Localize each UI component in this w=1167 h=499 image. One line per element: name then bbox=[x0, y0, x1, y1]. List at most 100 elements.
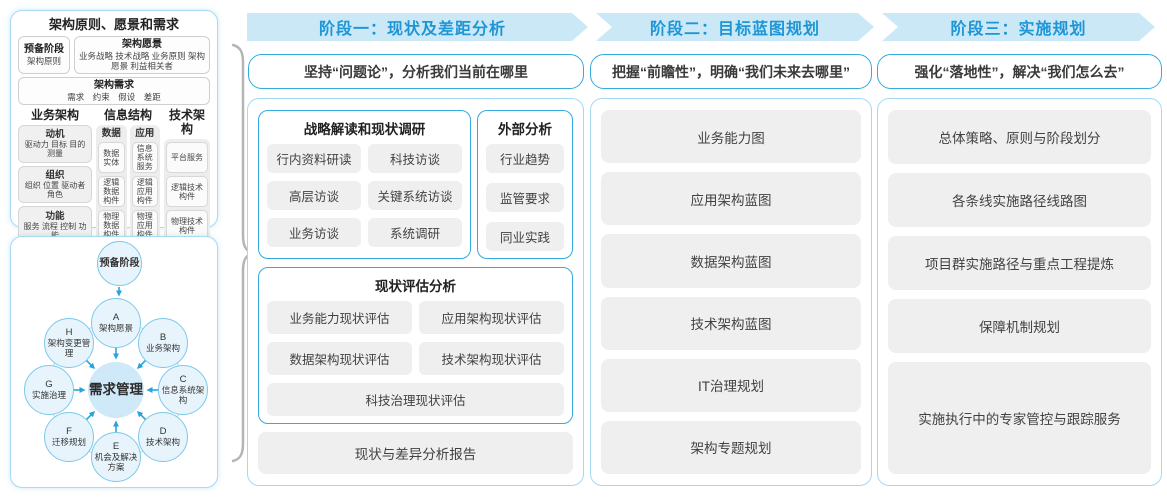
box-sub: 服务 流程 控制 功能 bbox=[23, 221, 87, 240]
survey-item: 业务访谈 bbox=[267, 218, 361, 247]
architecture-principles-panel: 架构原则、愿景和需求 预备阶段 架构原则 架构愿景 业务战略 技术战略 业务原则… bbox=[10, 10, 218, 287]
node-label: 机会及解决方案 bbox=[94, 452, 138, 472]
adm-node-e: E 机会及解决方案 bbox=[91, 432, 141, 482]
panel-title: 架构原则、愿景和需求 bbox=[48, 17, 179, 32]
phase3-item: 项目群实施路径与重点工程提炼 bbox=[888, 236, 1151, 291]
node-label: 架构变更管理 bbox=[47, 338, 91, 358]
tech-item: 逻辑技术构件 bbox=[166, 176, 208, 207]
survey-item: 高层访谈 bbox=[267, 181, 361, 210]
business-architecture-column: 业务架构 动机 驱动力 目标 目的 测量 组织 组织 位置 驱动者 角色 功能 … bbox=[18, 108, 92, 245]
box-sub: 业务战略 技术战略 业务原则 架构愿景 利益相关者 bbox=[78, 51, 206, 71]
survey-item: 科技访谈 bbox=[368, 144, 462, 173]
data-subcolumn: 数据 数据实体 逻辑数据构件 物理数据构件 bbox=[96, 125, 127, 244]
box-title: 架构需求 bbox=[94, 80, 134, 91]
phase2-item: 技术架构蓝图 bbox=[601, 296, 861, 350]
external-item: 同业实践 bbox=[486, 222, 564, 251]
adm-node-h: H 架构变更管理 bbox=[44, 318, 94, 368]
assessment-box: 现状评估分析 业务能力现状评估 应用架构现状评估 数据架构现状评估 技术架构现状… bbox=[258, 267, 573, 424]
phase1-banner: 阶段一：现状及差距分析 bbox=[247, 13, 588, 41]
adm-node-d: D 技术架构 bbox=[138, 412, 188, 462]
subcolumn-header: 应用 bbox=[135, 128, 155, 139]
phase3-column: 总体策略、原则与阶段划分 各条线实施路径线路图 项目群实施路径与重点工程提炼 保… bbox=[877, 98, 1162, 486]
phase2-column: 业务能力图 应用架构蓝图 数据架构蓝图 技术架构蓝图 IT治理规划 架构专题规划 bbox=[590, 98, 872, 486]
external-analysis-box: 外部分析 行业趋势 监管要求 同业实践 bbox=[477, 110, 573, 259]
box-title: 动机 bbox=[45, 129, 65, 141]
tech-item: 平台服务 bbox=[166, 142, 208, 173]
box-title: 功能 bbox=[45, 210, 65, 222]
architecture-requirement-box: 架构需求 需求 约束 假设 差距 bbox=[18, 77, 210, 105]
prep-vision-row: 预备阶段 架构原则 架构愿景 业务战略 技术战略 业务原则 架构愿景 利益相关者 bbox=[18, 36, 210, 74]
assessment-item: 应用架构现状评估 bbox=[419, 301, 564, 334]
adm-center-requirements: 需求管理 bbox=[88, 362, 144, 418]
external-item: 监管要求 bbox=[486, 183, 564, 212]
assessment-item: 技术架构现状评估 bbox=[419, 342, 564, 375]
node-label: 实施治理 bbox=[31, 390, 66, 400]
application-subcolumn: 应用 信息系统服务 逻辑应用构件 物理应用构件 bbox=[129, 125, 160, 244]
phase1-subtitle: 坚持“问题论”，分析我们当前在哪里 bbox=[248, 54, 584, 89]
box-title: 预备阶段 bbox=[24, 44, 64, 55]
node-letter: B bbox=[159, 332, 167, 343]
survey-item: 系统调研 bbox=[368, 218, 462, 247]
technology-architecture-column: 技术架构 平台服务 逻辑技术构件 物理技术构件 bbox=[164, 108, 210, 244]
node-letter: F bbox=[66, 426, 72, 437]
node-label: 预备阶段 bbox=[99, 257, 140, 269]
architecture-domains-row: 业务架构 动机 驱动力 目标 目的 测量 组织 组织 位置 驱动者 角色 功能 … bbox=[18, 108, 210, 245]
phase2-item: 业务能力图 bbox=[601, 110, 861, 164]
phase3-item: 总体策略、原则与阶段划分 bbox=[888, 110, 1151, 165]
node-label: 需求管理 bbox=[89, 382, 143, 397]
strategy-survey-box: 战略解读和现状调研 行内资料研读 科技访谈 高层访谈 关键系统访谈 业务访谈 系… bbox=[258, 110, 471, 259]
node-letter: E bbox=[112, 441, 120, 452]
app-item: 物理应用构件 bbox=[131, 210, 158, 241]
box-sub: 驱动力 目标 目的 测量 bbox=[24, 140, 86, 159]
node-letter: D bbox=[159, 426, 167, 437]
survey-item: 行内资料研读 bbox=[267, 144, 361, 173]
phase2-item: IT治理规划 bbox=[601, 358, 861, 412]
adm-node-g: G 实施治理 bbox=[24, 365, 74, 415]
column-header: 技术架构 bbox=[168, 108, 205, 136]
phase3-item: 保障机制规划 bbox=[888, 299, 1151, 354]
node-letter: A bbox=[112, 312, 120, 323]
node-label: 技术架构 bbox=[145, 437, 180, 447]
architecture-vision-box: 架构愿景 业务战略 技术战略 业务原则 架构愿景 利益相关者 bbox=[74, 36, 210, 74]
phase2-item: 数据架构蓝图 bbox=[601, 234, 861, 288]
phase3-subtitle: 强化“落地性”，解决“我们怎么去” bbox=[877, 54, 1162, 89]
phase3-banner: 阶段三：实施规划 bbox=[882, 13, 1155, 41]
subcolumn-header: 数据 bbox=[101, 128, 121, 139]
phase3-item: 实施执行中的专家管控与跟踪服务 bbox=[888, 362, 1151, 474]
phase3-item: 各条线实施路径线路图 bbox=[888, 173, 1151, 228]
gap-analysis-report-box: 现状与差异分析报告 bbox=[258, 432, 573, 474]
app-item: 信息系统服务 bbox=[131, 142, 158, 173]
node-letter: H bbox=[65, 327, 73, 338]
column-header: 业务架构 bbox=[30, 108, 79, 122]
box-title: 战略解读和现状调研 bbox=[303, 122, 426, 137]
adm-node-f: F 迁移规划 bbox=[44, 412, 94, 462]
app-item: 逻辑应用构件 bbox=[131, 176, 158, 207]
node-label: 迁移规划 bbox=[51, 437, 86, 447]
phase2-item: 应用架构蓝图 bbox=[601, 172, 861, 226]
column-header: 信息结构 bbox=[103, 108, 152, 122]
phase2-subtitle: 把握“前瞻性”，明确“我们未来去哪里” bbox=[590, 54, 872, 89]
phase2-item: 架构专题规划 bbox=[601, 420, 861, 475]
assessment-item: 业务能力现状评估 bbox=[267, 301, 412, 334]
box-sub: 架构原则 bbox=[26, 56, 61, 66]
organization-box: 组织 组织 位置 驱动者 角色 bbox=[18, 165, 92, 204]
assessment-item: 科技治理现状评估 bbox=[267, 383, 564, 416]
node-letter: G bbox=[45, 379, 53, 390]
tech-item: 物理技术构件 bbox=[166, 210, 208, 241]
data-item: 逻辑数据构件 bbox=[98, 176, 125, 207]
external-item: 行业趋势 bbox=[486, 144, 564, 173]
node-letter: C bbox=[179, 374, 187, 385]
box-title: 架构愿景 bbox=[122, 39, 162, 50]
tech-subpanel: 平台服务 逻辑技术构件 物理技术构件 bbox=[164, 139, 210, 244]
information-structure-column: 信息结构 数据 数据实体 逻辑数据构件 物理数据构件 应用 信息系统服务 逻辑应… bbox=[96, 108, 160, 244]
box-title: 现状评估分析 bbox=[375, 279, 456, 294]
adm-node-c: C 信息系统架构 bbox=[158, 365, 208, 415]
phase2-banner: 阶段二：目标蓝图规划 bbox=[596, 13, 874, 41]
adm-node-b: B 业务架构 bbox=[138, 318, 188, 368]
node-label: 架构愿景 bbox=[98, 323, 133, 333]
motivation-box: 动机 驱动力 目标 目的 测量 bbox=[18, 125, 92, 163]
assessment-item: 数据架构现状评估 bbox=[267, 342, 412, 375]
box-title: 外部分析 bbox=[498, 122, 552, 137]
data-item: 物理数据构件 bbox=[98, 210, 125, 241]
